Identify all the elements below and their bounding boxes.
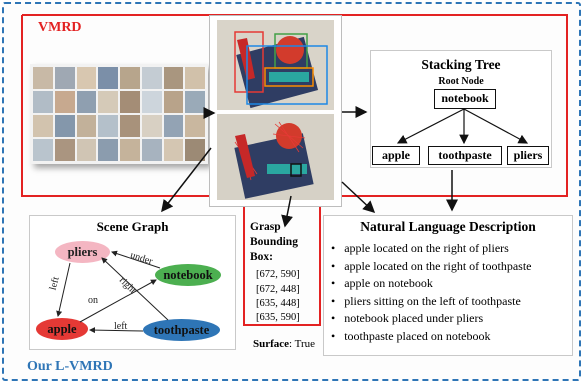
scene-photo-bottom <box>217 114 334 200</box>
sg-edge-on: on <box>88 295 98 306</box>
sg-node-toothpaste: toothpaste <box>143 319 220 341</box>
grasp-box-3: [635, 448] <box>256 298 300 309</box>
grasp-box-4: [635, 590] <box>256 312 300 323</box>
root-node-label: Root Node <box>438 76 484 87</box>
nld-item: • pliers sitting on the left of toothpas… <box>331 293 521 308</box>
grasp-title-line-3: Box: <box>250 251 273 263</box>
l-vmrd-label: Our L-VMRD <box>27 359 113 374</box>
scene-photo-top <box>217 20 334 110</box>
stacking-tree-title: Stacking Tree <box>421 57 501 72</box>
vmrd-label: VMRD <box>38 20 82 35</box>
nld-item: • toothpaste placed on notebook <box>331 328 491 343</box>
tree-node-toothpaste: toothpaste <box>428 146 502 165</box>
sg-node-apple: apple <box>36 318 88 340</box>
nld-item: • apple on notebook <box>331 276 433 290</box>
tree-node-apple: apple <box>372 146 420 165</box>
nld-title: Natural Language Description <box>360 219 536 234</box>
nld-item: • notebook placed under pliers <box>331 311 484 325</box>
nld-list: • apple located on the right of pliers •… <box>331 240 571 345</box>
sg-edge-left-2: left <box>114 321 128 332</box>
scene-graph-title: Scene Graph <box>96 219 169 234</box>
nld-panel <box>323 215 573 356</box>
grasp-title-line-1: Grasp <box>250 221 281 233</box>
surface-line: Surface: True <box>253 338 315 350</box>
grasp-box-2: [672, 448] <box>256 284 300 295</box>
dataset-collage <box>30 64 208 164</box>
sg-node-notebook: notebook <box>155 264 221 286</box>
grasp-title-line-2: Bounding <box>250 236 298 248</box>
tree-node-notebook: notebook <box>434 89 496 109</box>
nld-item: • apple located on the right of toothpas… <box>331 258 532 273</box>
surface-value: : True <box>289 338 316 350</box>
surface-label: Surface <box>253 338 290 350</box>
sg-node-pliers: pliers <box>55 241 110 263</box>
grasp-box-1: [672, 590] <box>256 269 300 280</box>
nld-item: • apple located on the right of pliers <box>331 241 509 255</box>
tree-node-pliers: pliers <box>507 146 549 165</box>
